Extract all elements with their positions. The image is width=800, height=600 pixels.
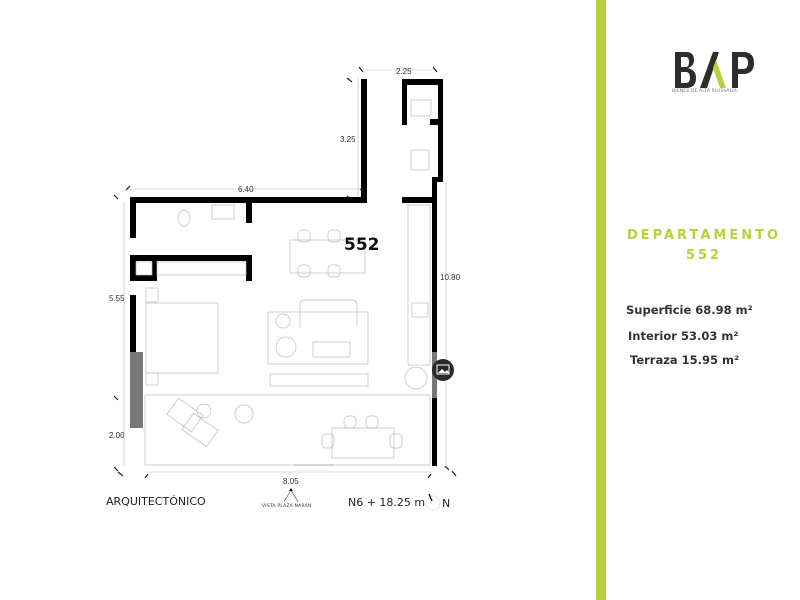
dimension-ticks: [113, 66, 457, 479]
apartment-title: DEPARTAMENTO 552: [614, 226, 794, 266]
dimension-label: 2.00: [109, 431, 125, 440]
glazing: [130, 352, 437, 428]
dimension-label: 5.55: [109, 294, 125, 303]
unit-number: 552: [344, 235, 380, 255]
level-label: N6 + 18.25 m: [348, 496, 426, 509]
area-terrace: Terraza 15.95 m²: [630, 353, 740, 367]
view-label: VISTA PLAZA NARÁN: [262, 504, 312, 509]
area-total: Superficie 68.98 m²: [626, 303, 753, 317]
apartment-number: 552: [685, 248, 723, 263]
logo-subtitle: BIENES DE ALTA PLUSVALÍA: [672, 89, 737, 94]
walls: [130, 79, 443, 466]
dimension-label: 2.25: [396, 67, 412, 76]
dimension-label: 10.80: [440, 273, 461, 282]
dimension-label: 8.05: [283, 477, 299, 486]
dimension-lines: [123, 69, 447, 473]
plan-title: ARQUITECTÓNICO: [106, 495, 206, 508]
accent-bar: [596, 0, 606, 600]
dimension-label: 3.25: [340, 135, 356, 144]
floor-plan: 552 2.25 3.25 6.40 10.80 5.55 2.00 8.05: [109, 66, 461, 511]
area-interior: Interior 53.03 m²: [628, 329, 739, 343]
dimension-label: 6.40: [238, 185, 254, 194]
view-arrow-icon: [283, 488, 299, 503]
furniture: [135, 99, 432, 466]
apartment-title-line1: DEPARTAMENTO: [626, 228, 782, 243]
north-compass-icon: [425, 493, 441, 511]
brand-logo: [675, 52, 754, 88]
image-icon[interactable]: [432, 359, 454, 381]
north-label: N: [442, 497, 451, 510]
